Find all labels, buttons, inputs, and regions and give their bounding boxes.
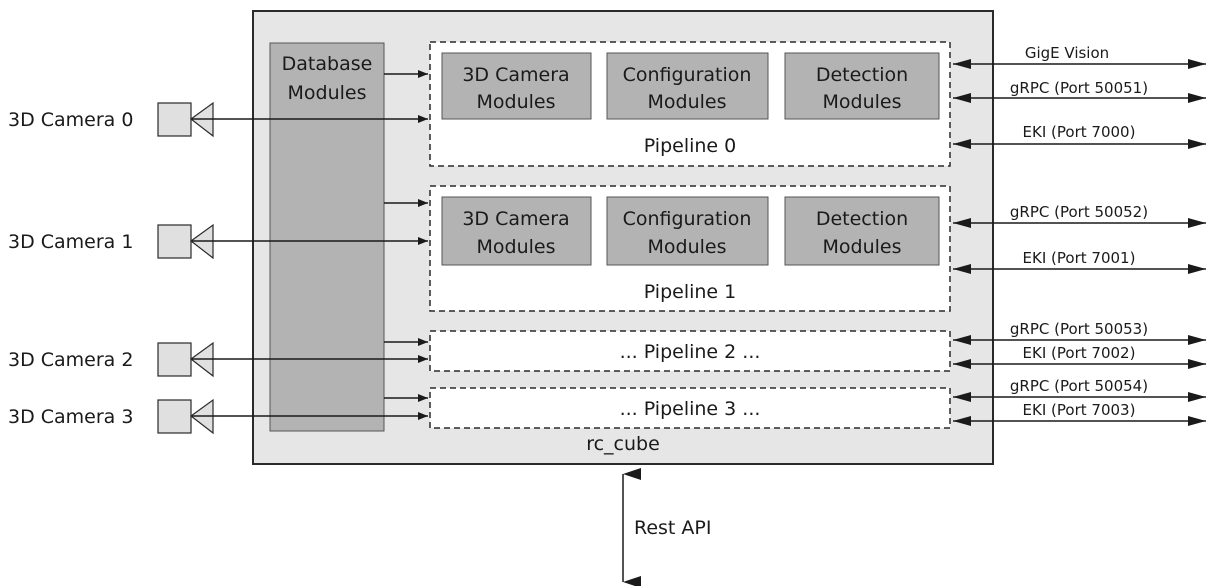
- pipeline-3: ... Pipeline 3 ...: [429, 387, 951, 429]
- external-interfaces: [953, 59, 1206, 426]
- database-modules-label-line2: Modules: [288, 82, 367, 104]
- module-label-line2: Modules: [477, 236, 556, 258]
- camera-3: 3D Camera 3: [8, 398, 428, 435]
- module-label-line2: Modules: [477, 91, 556, 113]
- module-label-line1: Detection: [816, 208, 908, 230]
- rest-api-label: Rest API: [634, 517, 711, 539]
- interface-label-eki-7000: EKI (Port 7000): [1023, 123, 1136, 141]
- pipeline-3-box: [429, 387, 951, 429]
- camera-0-label: 3D Camera 0: [8, 109, 133, 131]
- module-label-line1: Configuration: [623, 208, 752, 230]
- module-label-line1: Configuration: [623, 64, 752, 86]
- interface-label-eki-7001: EKI (Port 7001): [1023, 249, 1136, 267]
- camera-2-label: 3D Camera 2: [8, 349, 133, 371]
- module-label-line2: Modules: [823, 91, 902, 113]
- module-label-line1: 3D Camera: [462, 208, 569, 230]
- module-label-line1: Detection: [816, 64, 908, 86]
- interface-label-grpc-50054: gRPC (Port 50054): [1010, 377, 1148, 395]
- database-to-pipeline-arrows: [384, 70, 428, 402]
- interface-label-gige: GigE Vision: [1025, 44, 1109, 62]
- pipeline-0-module-detection: [784, 52, 940, 120]
- database-modules-label-line1: Database: [282, 53, 373, 75]
- pipeline-0: 3D Camera Modules Configuration Modules …: [429, 41, 951, 167]
- pipeline-1-module-detection: [784, 196, 940, 266]
- pipeline-2-box: [429, 330, 951, 372]
- camera-3-label: 3D Camera 3: [8, 406, 133, 428]
- device-label: rc_cube: [586, 433, 660, 455]
- camera-0: 3D Camera 0: [8, 101, 428, 138]
- interface-label-eki-7003: EKI (Port 7003): [1023, 401, 1136, 419]
- pipeline-1-label: Pipeline 1: [644, 281, 737, 303]
- pipeline-3-label: ... Pipeline 3 ...: [620, 398, 761, 420]
- pipeline-1: 3D Camera Modules Configuration Modules …: [429, 185, 951, 312]
- pipeline-2-label: ... Pipeline 2 ...: [620, 341, 761, 363]
- pipeline-1-module-3d-camera: [441, 196, 592, 266]
- interface-label-grpc-50052: gRPC (Port 50052): [1010, 203, 1148, 221]
- interface-labels: GigE Vision gRPC (Port 50051) EKI (Port …: [1010, 44, 1148, 419]
- interface-label-grpc-50051: gRPC (Port 50051): [1010, 79, 1148, 97]
- module-label-line2: Modules: [648, 236, 727, 258]
- module-label-line2: Modules: [648, 91, 727, 113]
- interface-label-grpc-50053: gRPC (Port 50053): [1010, 320, 1148, 338]
- camera-icon: [157, 223, 214, 260]
- pipeline-0-module-configuration: [606, 52, 769, 120]
- database-modules-box: [269, 42, 385, 432]
- pipeline-0-module-3d-camera: [441, 52, 592, 120]
- pipeline-1-module-configuration: [606, 196, 769, 266]
- pipeline-2: ... Pipeline 2 ...: [429, 330, 951, 372]
- camera-2: 3D Camera 2: [8, 341, 428, 378]
- camera-1: 3D Camera 1: [8, 223, 428, 260]
- module-label-line1: 3D Camera: [462, 64, 569, 86]
- pipeline-0-label: Pipeline 0: [644, 135, 737, 157]
- camera-1-label: 3D Camera 1: [8, 231, 133, 253]
- module-label-line2: Modules: [823, 236, 902, 258]
- interface-label-eki-7002: EKI (Port 7002): [1023, 344, 1136, 362]
